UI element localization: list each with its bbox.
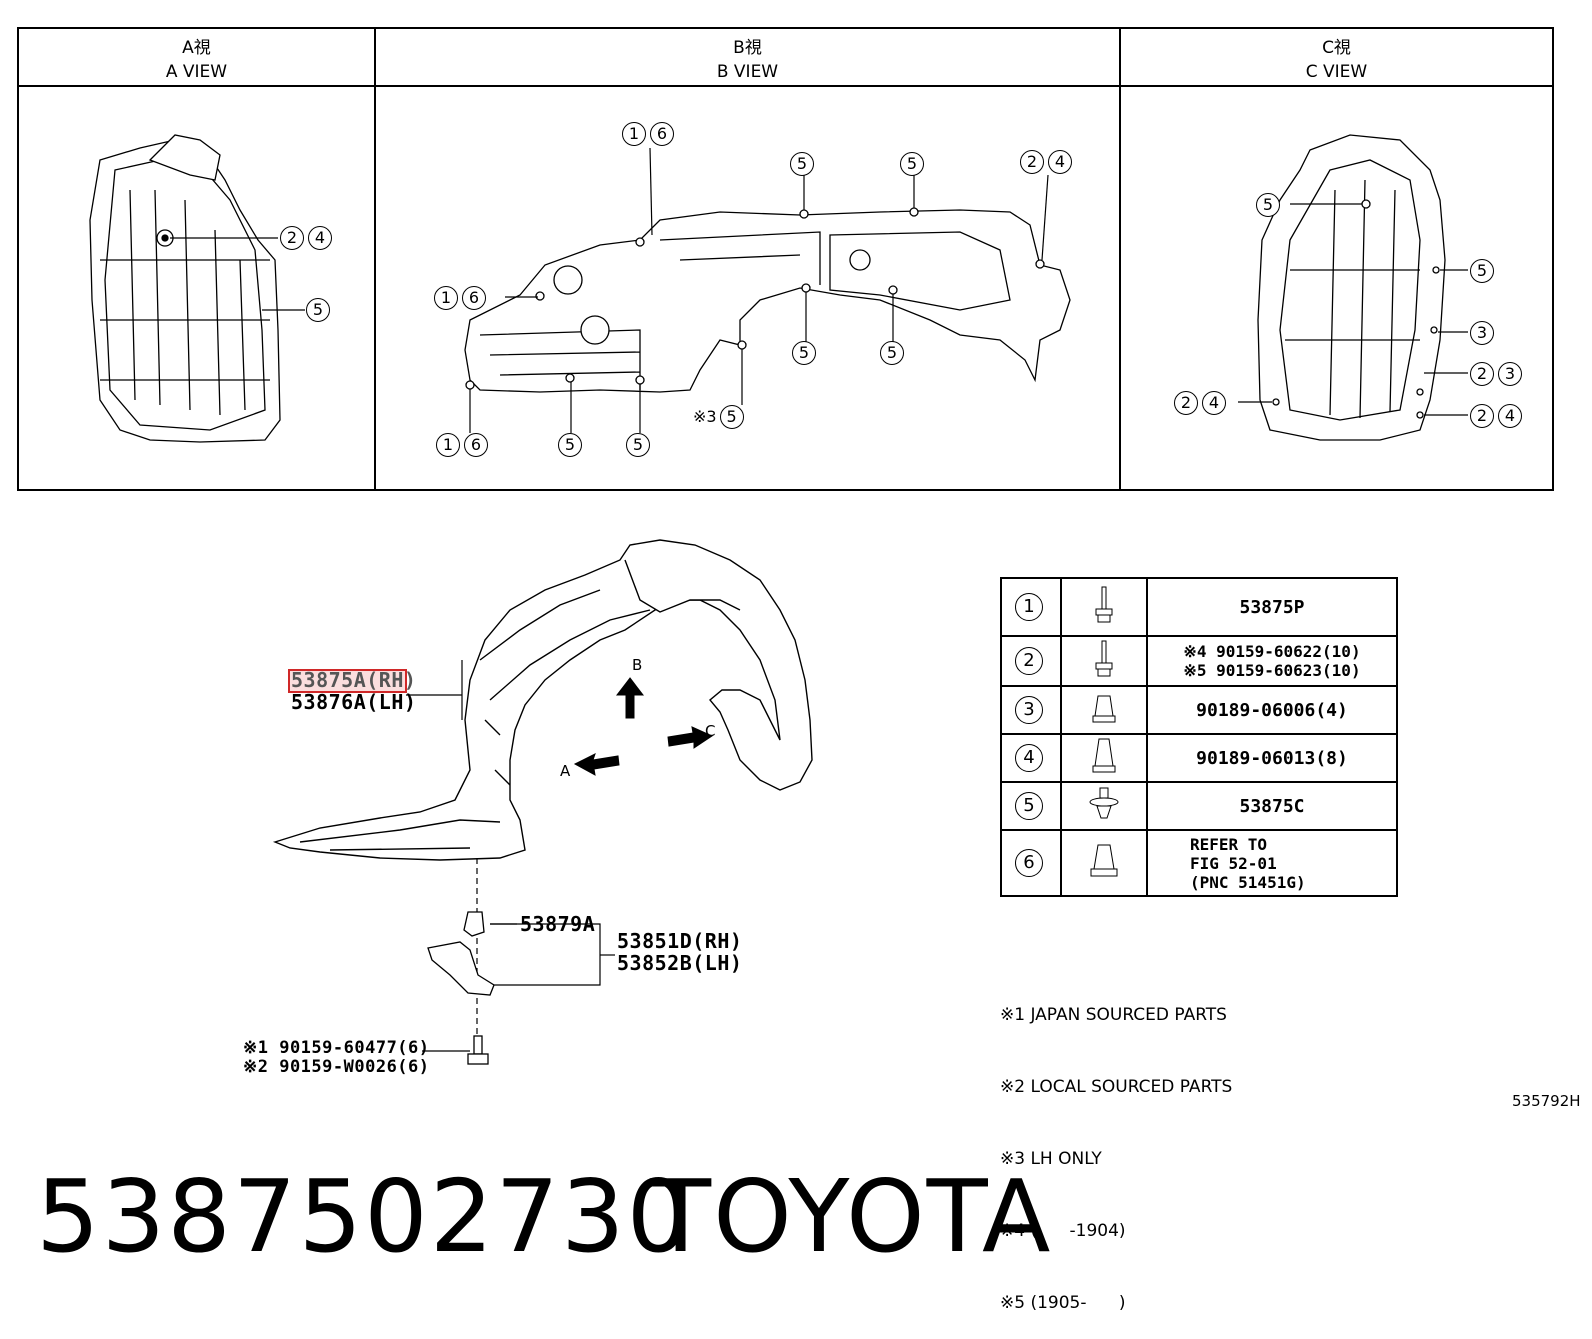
part-clip[interactable]: 53879A xyxy=(520,912,596,936)
figure-code: 535792H xyxy=(1512,1092,1581,1110)
legend-part: 90189-06013(8) xyxy=(1196,747,1348,769)
screw-icon xyxy=(1060,635,1148,687)
nut-clip-tall-icon xyxy=(1060,733,1148,783)
callout-a-5: 5 xyxy=(306,298,334,322)
legend-part: ※5 90159-60623(10) xyxy=(1183,661,1361,680)
callout-b-5-mid2: 5 xyxy=(880,341,908,365)
callout-c-5-right: 5 xyxy=(1470,259,1498,283)
clip-53879a-drawing xyxy=(463,911,485,937)
view-arrows xyxy=(573,677,714,776)
view-header-a: A視 A VIEW xyxy=(18,36,375,84)
callout-c-5-top: 5 xyxy=(1256,193,1284,217)
brand-caption: TOYOTA xyxy=(650,1158,1053,1275)
callout-c-3: 3 xyxy=(1470,321,1498,345)
legend-part: 53875P xyxy=(1239,596,1305,618)
main-fender-liner xyxy=(272,539,813,861)
b-view-liner xyxy=(464,207,1071,393)
bolt-icon xyxy=(1060,577,1148,637)
part-bracket-lh[interactable]: 53852B(LH) xyxy=(617,951,743,975)
part-liner-rh[interactable]: 53875A(RH) xyxy=(291,668,417,692)
legend-row[interactable]: 5 53875C xyxy=(1000,781,1398,831)
part-bolt-2[interactable]: ※2 90159-W0026(6) xyxy=(243,1057,430,1077)
note-line: ※2 LOCAL SOURCED PARTS xyxy=(1000,1077,1233,1097)
part-bolt-1[interactable]: ※1 90159-60477(6) xyxy=(243,1038,430,1058)
a-view-liner xyxy=(89,134,281,443)
legend-row[interactable]: 6 REFER TO FIG 52-01 (PNC 51451G) xyxy=(1000,829,1398,897)
note-line: ※1 JAPAN SOURCED PARTS xyxy=(1000,1005,1227,1025)
lh-only-mark: ※3 xyxy=(693,407,717,426)
note-line: ※4 ( -1904) xyxy=(1000,1221,1126,1241)
nut-clip-icon xyxy=(1060,685,1148,735)
legend-row[interactable]: 1 53875P xyxy=(1000,577,1398,637)
view-a-en: A VIEW xyxy=(165,62,228,82)
bolt-drawing xyxy=(467,1035,489,1065)
c-view-liner xyxy=(1257,134,1446,441)
legend-part: 53875C xyxy=(1239,795,1305,817)
view-b-jp: B視 xyxy=(733,38,762,58)
push-clip-icon xyxy=(1060,781,1148,831)
callout-b-5-top1: 5 xyxy=(790,152,818,176)
legend-part: 90189-06006(4) xyxy=(1196,699,1348,721)
note-line: ※5 (1905- ) xyxy=(1000,1293,1126,1313)
notes-block: ※1 JAPAN SOURCED PARTS ※2 LOCAL SOURCED … xyxy=(1000,955,1232,1339)
legend-part: FIG 52-01 xyxy=(1190,853,1277,873)
arrow-label-a: A xyxy=(560,762,571,780)
note-line: ※3 LH ONLY xyxy=(1000,1149,1102,1169)
callout-b-5-bot2: 5 xyxy=(626,433,654,457)
legend-part: (PNC 51451G) xyxy=(1190,872,1306,892)
part-bracket-rh[interactable]: 53851D(RH) xyxy=(617,929,743,953)
view-a-jp: A視 xyxy=(182,38,211,58)
callout-b-5-bot1: 5 xyxy=(558,433,586,457)
highlight-box xyxy=(288,669,407,693)
bracket-drawing xyxy=(427,941,495,996)
legend-row[interactable]: 2 ※4 90159-60622(10) ※5 90159-60623(10) xyxy=(1000,635,1398,687)
legend-row[interactable]: 4 90189-06013(8) xyxy=(1000,733,1398,783)
callout-b-5-mid1: 5 xyxy=(792,341,820,365)
fastener-legend-table: 1 53875P 2 ※4 90159-60622(10) ※5 90159-6… xyxy=(1000,577,1398,897)
arrow-label-c: C xyxy=(705,722,716,740)
view-c-jp: C視 xyxy=(1322,38,1351,58)
view-header-c: C視 C VIEW xyxy=(1120,36,1553,84)
clip-icon xyxy=(1060,829,1148,897)
part-number-caption: 5387502730 xyxy=(36,1158,693,1275)
arrow-label-b: B xyxy=(632,656,643,674)
legend-row[interactable]: 3 90189-06006(4) xyxy=(1000,685,1398,735)
part-liner-lh[interactable]: 53876A(LH) xyxy=(291,690,417,714)
view-b-en: B VIEW xyxy=(716,62,779,82)
view-c-en: C VIEW xyxy=(1305,62,1368,82)
legend-part: ※4 90159-60622(10) xyxy=(1183,642,1361,661)
callout-b-5-top2: 5 xyxy=(900,152,928,176)
legend-part: REFER TO xyxy=(1190,834,1268,854)
view-header-b: B視 B VIEW xyxy=(375,36,1120,84)
